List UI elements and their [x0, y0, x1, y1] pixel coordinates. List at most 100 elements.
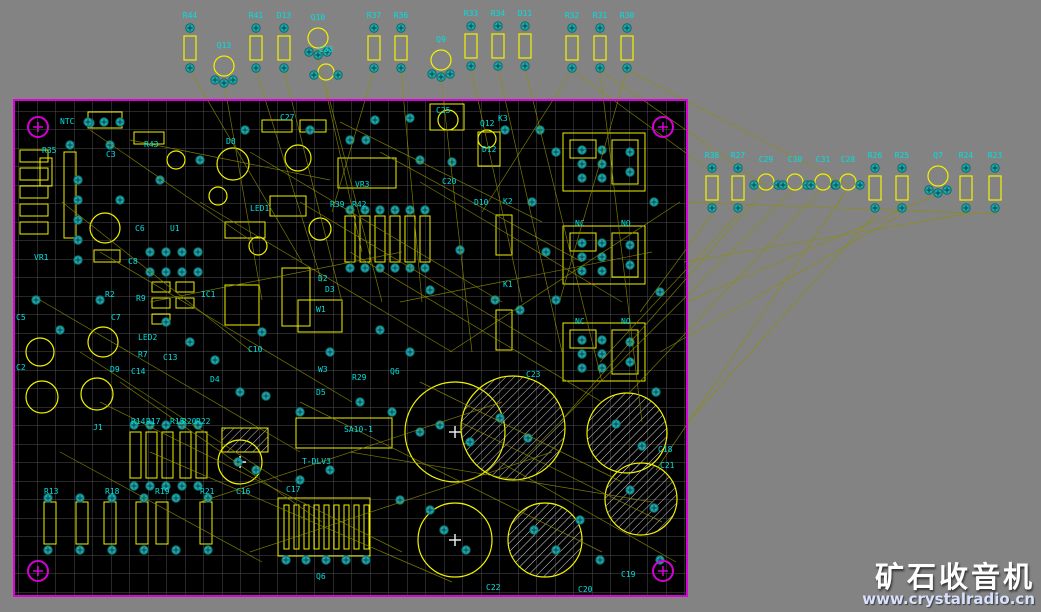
- component-label[interactable]: T-DLV3: [302, 457, 331, 466]
- silkscreen-rect[interactable]: [175, 297, 195, 309]
- silkscreen-rect[interactable]: [151, 297, 171, 309]
- component-label[interactable]: R19: [155, 487, 170, 496]
- silkscreen-rect[interactable]: [63, 151, 77, 239]
- pad[interactable]: [345, 263, 355, 273]
- component-label[interactable]: IC1: [201, 290, 216, 299]
- pad[interactable]: [210, 355, 220, 365]
- component-label[interactable]: D4: [210, 375, 220, 384]
- silkscreen-circle[interactable]: [284, 144, 312, 172]
- component-label[interactable]: R39: [330, 200, 345, 209]
- pad[interactable]: [99, 117, 109, 127]
- component-label[interactable]: C14: [131, 367, 146, 376]
- pad[interactable]: [193, 481, 203, 491]
- component-label[interactable]: R14: [131, 417, 146, 426]
- pad[interactable]: [597, 363, 607, 373]
- pad[interactable]: [185, 337, 195, 347]
- pad[interactable]: [551, 147, 561, 157]
- silkscreen-circle[interactable]: [166, 150, 186, 170]
- silkscreen-rect[interactable]: [389, 215, 401, 263]
- pad[interactable]: [95, 295, 105, 305]
- component-label[interactable]: NC: [575, 219, 585, 228]
- component-R26[interactable]: R26: [868, 151, 883, 213]
- pad[interactable]: [595, 63, 605, 73]
- pad[interactable]: [161, 247, 171, 257]
- component-R31[interactable]: R31: [593, 11, 608, 73]
- pad[interactable]: [707, 163, 717, 173]
- component-label[interactable]: C20: [442, 177, 457, 186]
- component-label[interactable]: R15: [170, 417, 185, 426]
- pad[interactable]: [577, 363, 587, 373]
- silkscreen-rect[interactable]: [562, 225, 646, 285]
- silkscreen-rect[interactable]: [562, 322, 646, 382]
- pad[interactable]: [396, 23, 406, 33]
- silkscreen-rect[interactable]: [293, 504, 300, 550]
- component-Q10[interactable]: Q10: [304, 13, 332, 60]
- component-R37[interactable]: R37: [367, 11, 382, 73]
- pad[interactable]: [575, 515, 585, 525]
- silkscreen-circle[interactable]: [604, 462, 678, 536]
- silkscreen-circle[interactable]: [80, 377, 114, 411]
- pad[interactable]: [193, 267, 203, 277]
- pad[interactable]: [990, 203, 1000, 213]
- pad[interactable]: [279, 23, 289, 33]
- pad[interactable]: [369, 63, 379, 73]
- pad[interactable]: [427, 69, 437, 79]
- component-R33[interactable]: R33: [464, 9, 479, 71]
- pad[interactable]: [395, 495, 405, 505]
- component-label[interactable]: R43: [144, 140, 159, 149]
- silkscreen-circle[interactable]: [417, 502, 493, 578]
- pad[interactable]: [185, 23, 195, 33]
- pad[interactable]: [577, 159, 587, 169]
- pad[interactable]: [375, 205, 385, 215]
- pad[interactable]: [219, 78, 229, 88]
- pad[interactable]: [649, 503, 659, 513]
- component-label[interactable]: C13: [163, 353, 178, 362]
- pad[interactable]: [83, 117, 93, 127]
- component-label[interactable]: K2: [503, 197, 513, 206]
- silkscreen-rect[interactable]: [19, 167, 49, 181]
- component-label[interactable]: C16: [236, 487, 251, 496]
- pad[interactable]: [387, 407, 397, 417]
- silkscreen-rect[interactable]: [569, 232, 597, 252]
- pad[interactable]: [778, 180, 788, 190]
- pad[interactable]: [527, 197, 537, 207]
- silkscreen-rect[interactable]: [281, 267, 311, 327]
- pad[interactable]: [707, 203, 717, 213]
- component-label[interactable]: NC: [575, 317, 585, 326]
- pad[interactable]: [597, 349, 607, 359]
- component-C28[interactable]: C28: [831, 155, 865, 191]
- silkscreen-circle[interactable]: [586, 392, 668, 474]
- component-D13[interactable]: D13: [277, 11, 292, 73]
- component-label[interactable]: K1: [503, 280, 513, 289]
- component-label[interactable]: NO: [621, 317, 631, 326]
- pad[interactable]: [107, 493, 117, 503]
- pad[interactable]: [295, 407, 305, 417]
- pad[interactable]: [75, 493, 85, 503]
- pad[interactable]: [161, 420, 171, 430]
- silkscreen-rect[interactable]: [93, 249, 121, 263]
- component-label[interactable]: C2: [16, 363, 26, 372]
- pad[interactable]: [75, 545, 85, 555]
- pad[interactable]: [466, 21, 476, 31]
- pad[interactable]: [73, 175, 83, 185]
- pad[interactable]: [495, 413, 505, 423]
- pad[interactable]: [595, 555, 605, 565]
- pad[interactable]: [405, 347, 415, 357]
- pad[interactable]: [43, 493, 53, 503]
- pad[interactable]: [461, 545, 471, 555]
- pad[interactable]: [577, 173, 587, 183]
- component-Q9[interactable]: Q9: [427, 35, 455, 82]
- silkscreen-rect[interactable]: [179, 431, 192, 479]
- pad[interactable]: [625, 485, 635, 495]
- pad[interactable]: [396, 63, 406, 73]
- component-label[interactable]: NTC: [60, 117, 75, 126]
- pad[interactable]: [622, 23, 632, 33]
- pad[interactable]: [161, 267, 171, 277]
- silkscreen-rect[interactable]: [19, 149, 49, 163]
- component-label[interactable]: R9: [136, 294, 146, 303]
- component-label[interactable]: R20: [182, 417, 197, 426]
- pad[interactable]: [73, 235, 83, 245]
- silkscreen-rect[interactable]: [363, 504, 370, 550]
- silkscreen-circle[interactable]: [248, 236, 268, 256]
- pad[interactable]: [171, 545, 181, 555]
